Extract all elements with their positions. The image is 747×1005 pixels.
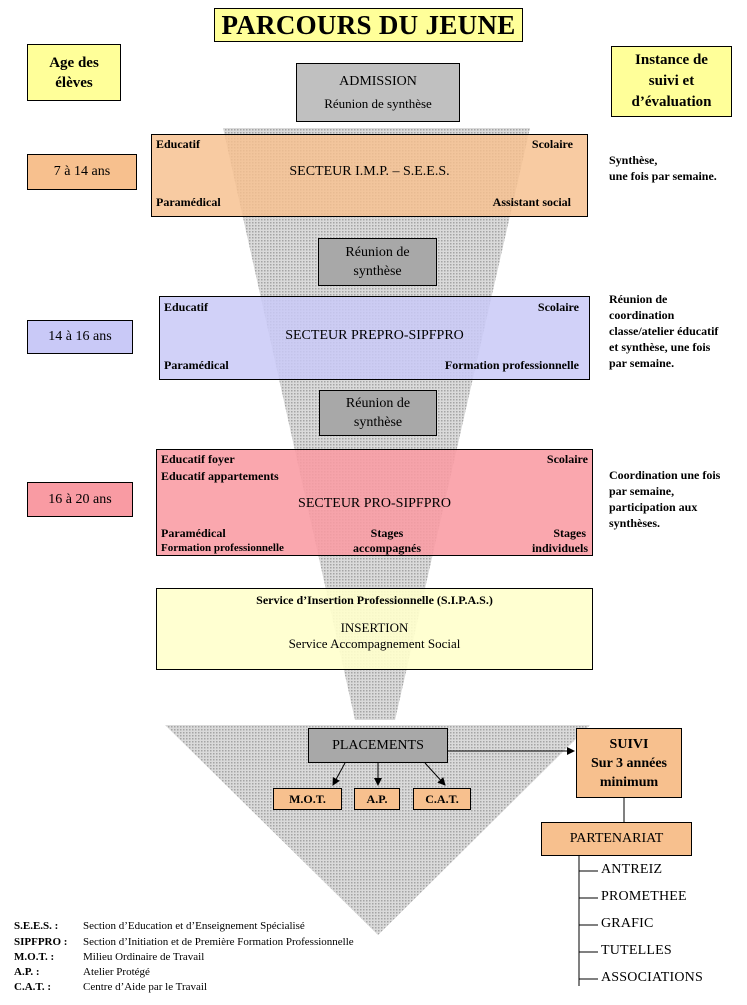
age-16-20: 16 à 20 ans	[27, 482, 133, 517]
age-header: Age des élèves	[27, 44, 121, 101]
page-title-text: PARCOURS DU JEUNE	[221, 9, 516, 40]
sector-imp-sees: Educatif Scolaire SECTEUR I.M.P. – S.E.E…	[151, 134, 588, 217]
suivi-box: SUIVI Sur 3 années minimum	[576, 728, 682, 798]
annotation-sector-3: Coordination une fois par semaine, parti…	[609, 468, 721, 530]
admission-title: ADMISSION	[339, 73, 417, 89]
sector-imp-sees-name: SECTEUR I.M.P. – S.E.E.S.	[289, 164, 450, 179]
arrow-to-cat	[424, 762, 446, 786]
sector-prepro-sipfpro: Educatif Scolaire SECTEUR PREPRO-SIPFPRO…	[159, 296, 590, 380]
partner-associations: ASSOCIATIONS	[601, 970, 703, 985]
age-7-14: 7 à 14 ans	[27, 154, 137, 190]
partner-promethee: PROMETHEE	[601, 889, 687, 904]
placements-box: PLACEMENTS	[308, 728, 448, 763]
partner-tutelles: TUTELLES	[601, 943, 672, 958]
lower-funnel	[165, 725, 590, 935]
insertion-box: Service d’Insertion Professionnelle (S.I…	[156, 588, 593, 670]
placement-cat: C.A.T.	[413, 788, 471, 810]
age-header-text: Age des élèves	[49, 54, 99, 91]
instance-header: Instance de suivi et d’évaluation	[611, 46, 732, 117]
partner-grafic: GRAFIC	[601, 916, 654, 931]
placement-mot: M.O.T.	[273, 788, 342, 810]
sector-pro-sipfpro-name: SECTEUR PRO-SIPFPRO	[298, 496, 451, 511]
admission-subtitle: Réunion de synthèse	[324, 95, 432, 111]
arrow-to-mot	[332, 762, 346, 786]
annotation-sector-2: Réunion de coordination classe/atelier é…	[609, 292, 719, 370]
page-title: PARCOURS DU JEUNE	[214, 8, 523, 42]
reunion-synthese-1: Réunion de synthèse	[318, 238, 437, 286]
sector-pro-sipfpro: Educatif foyer Educatif appartements Sco…	[156, 449, 593, 556]
reunion-synthese-2: Réunion de synthèse	[319, 390, 437, 436]
admission-box: ADMISSION Réunion de synthèse	[296, 63, 460, 122]
annotation-sector-1: Synthèse, une fois par semaine.	[609, 153, 717, 183]
sector-prepro-sipfpro-name: SECTEUR PREPRO-SIPFPRO	[285, 328, 464, 343]
placement-ap: A.P.	[354, 788, 400, 810]
age-14-16: 14 à 16 ans	[27, 320, 133, 354]
partenariat-box: PARTENARIAT	[541, 822, 692, 856]
partner-antreiz: ANTREIZ	[601, 862, 663, 877]
